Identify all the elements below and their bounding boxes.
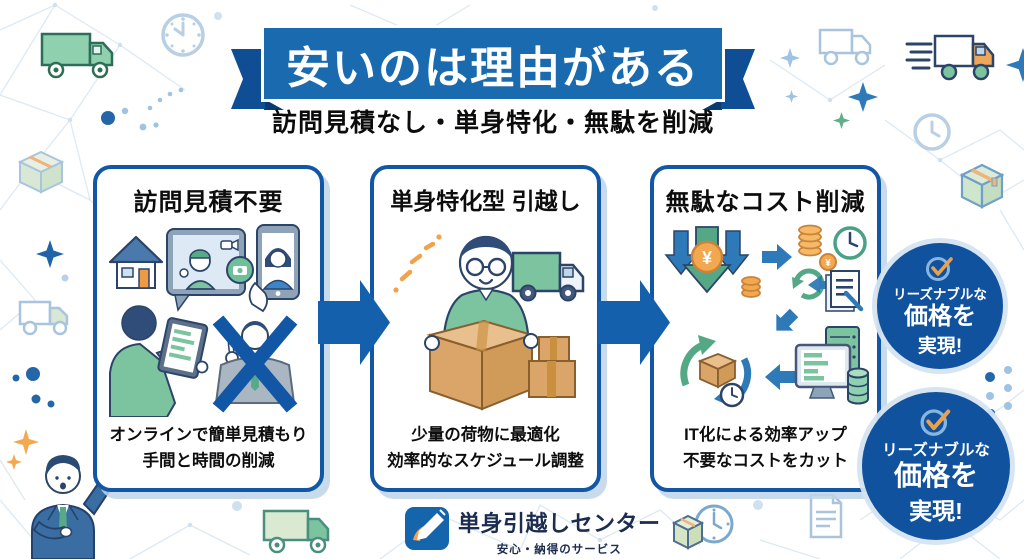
panel-no-visit-estimate: 訪問見積不要: [93, 165, 324, 492]
truck-icon: [262, 509, 330, 554]
document-icon: [809, 493, 843, 539]
it-system-icons: [794, 326, 869, 405]
box-clock-icon: [672, 504, 734, 550]
mover-illustration: [424, 235, 539, 411]
truck-outline-icon: [18, 300, 69, 336]
cost-cut-illustration: ¥ ¥: [664, 224, 869, 408]
sparkle-icon: [848, 82, 878, 112]
panel-title: 訪問見積不要: [133, 189, 284, 216]
clock-icon: [913, 113, 951, 151]
customer-with-tablet-illustration: [109, 305, 209, 417]
clock-icon: [161, 13, 205, 57]
check-circle-icon: [926, 257, 953, 282]
online-estimate-illustration: [108, 224, 300, 417]
banner-subtitle: 訪問見積なし・単身特化・無駄を削減: [271, 109, 714, 137]
house-icon: [108, 235, 164, 289]
video-call-icon: [166, 228, 254, 312]
panel-caption: オンラインで簡単見積もり 手間と時間の削減: [109, 425, 308, 471]
ribbon-fold-right: [702, 99, 722, 110]
smartphone-icon: [248, 224, 300, 313]
sparkle-icon: [780, 48, 800, 68]
panel-title: 無駄なコスト削減: [665, 189, 866, 216]
boxes-icon: [528, 336, 576, 398]
sparkle-dashes: [399, 241, 436, 282]
truck-icon: [40, 32, 114, 79]
panel-single-specialized: 単身特化型 引越し: [370, 165, 601, 492]
price-badge: リーズナブルな 価格を 実現!: [862, 392, 1010, 540]
efficiency-icons: ¥: [792, 224, 867, 312]
badge-text: 価格を: [893, 459, 978, 491]
logo-tagline: 安心・納得のサービス: [496, 544, 622, 556]
panel-title: 単身特化型 引越し: [390, 188, 581, 214]
badge-text: 価格を: [904, 303, 976, 331]
sparkle-icon: [1006, 48, 1024, 82]
mover-with-box-illustration: [393, 234, 585, 411]
flow-arrow-1: [318, 280, 390, 365]
logistics-loop-icon: [680, 335, 752, 408]
panel-cost-reduction: 無駄なコスト削減 ¥ ¥: [650, 165, 881, 492]
flow-arrow-2: [598, 280, 670, 365]
svg-text:¥: ¥: [702, 248, 712, 268]
arrow-right-icon: [762, 244, 792, 270]
footer-logo: 単身引越しセンター 安心・納得のサービス: [404, 506, 661, 557]
truck-icon: [511, 251, 585, 302]
truck-outline-icon: [818, 28, 872, 66]
check-circle-icon: [920, 409, 951, 436]
svg-text:¥: ¥: [825, 258, 831, 269]
salesman-illustration: [212, 315, 298, 413]
panel-caption: 少量の荷物に最適化 効率的なスケジュール調整: [387, 425, 584, 471]
ribbon-fold-left: [264, 99, 284, 110]
badge-text: リーズナブルな: [882, 441, 990, 459]
arrow-left-icon: [765, 364, 795, 390]
ribbon-tail-left: [231, 49, 265, 109]
sparkle-icon: [833, 112, 850, 129]
cost-down-arrows-icon: ¥: [664, 226, 761, 298]
sparkle-icon: [785, 90, 798, 103]
banner-title: 安いのは理由がある: [286, 43, 700, 93]
badge-text: リーズナブルな: [893, 287, 987, 303]
panel-caption: IT化による効率アップ 不要なコストをカット: [683, 425, 848, 471]
banner-ribbon: 安いのは理由がある: [264, 28, 722, 99]
logo-name: 単身引越しセンター: [458, 511, 661, 536]
price-badge: リーズナブルな 価格を 実現!: [877, 243, 1003, 369]
badge-text: 実現!: [909, 498, 963, 525]
logo-pen-icon: [405, 507, 449, 550]
cross-mark: [212, 315, 298, 413]
arrow-down-left-icon: [776, 308, 799, 331]
speed-truck-icon: [905, 34, 995, 81]
box-icon: [17, 150, 65, 194]
dots-pattern: [121, 87, 184, 131]
box-icon: [960, 163, 1004, 209]
badge-text: 実現!: [917, 335, 963, 357]
sparkle-icon: [36, 240, 64, 268]
ribbon-tail-right: [721, 49, 755, 109]
